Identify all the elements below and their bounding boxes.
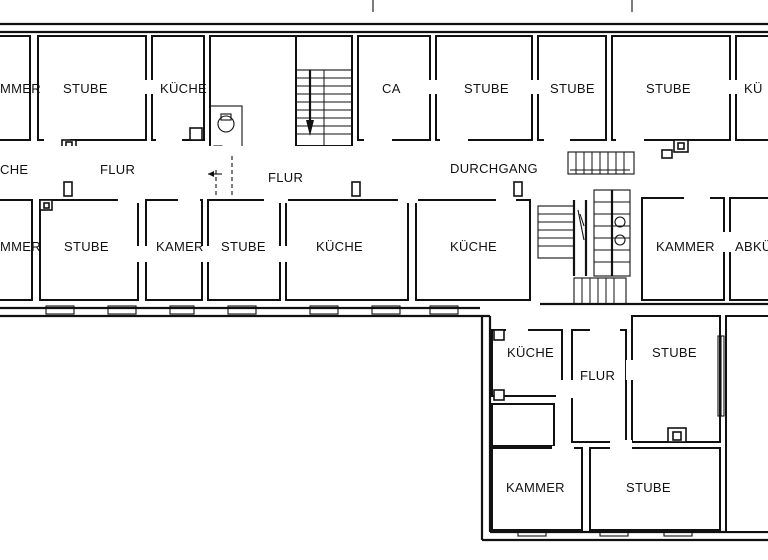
stair-arrow-icon <box>306 120 314 136</box>
label-kueche-wing: KÜCHE <box>507 345 554 360</box>
room-stube-top-4 <box>611 35 731 141</box>
room-kamer-mid <box>145 199 203 301</box>
label-kammer-top-left: MMER <box>0 81 41 96</box>
label-stube-top-4: STUBE <box>646 81 691 96</box>
room-small-wc <box>209 35 297 155</box>
label-kammer-mid-right: KAMMER <box>656 239 715 254</box>
chimneys-corridor <box>63 181 523 197</box>
room-kammer-wing <box>491 447 583 531</box>
label-flur-wing: FLUR <box>580 368 615 383</box>
room-kammer-top-left <box>0 35 31 141</box>
staircase-top <box>295 69 353 147</box>
windows-bottom <box>45 305 459 315</box>
room-stube-mid-1 <box>39 199 139 301</box>
label-stube-mid-2: STUBE <box>221 239 266 254</box>
room-flur-wing <box>571 329 627 443</box>
label-stube-mid-1: STUBE <box>64 239 109 254</box>
room-stube-mid-2 <box>207 199 281 301</box>
label-stube-top-1: STUBE <box>63 81 108 96</box>
middle-row-rooms <box>0 197 531 301</box>
room-kueche-mid-2 <box>415 199 531 301</box>
top-row-rooms <box>0 35 768 155</box>
room-stube-top-2 <box>435 35 533 141</box>
room-kammer-mid-right <box>641 197 725 301</box>
wing-rooms <box>491 315 768 537</box>
room-kueche-mid-1 <box>285 199 409 301</box>
label-stube-wing-2: STUBE <box>626 480 671 495</box>
room-kueche-wing <box>491 329 563 397</box>
label-kamer-mid: KAMER <box>156 239 204 254</box>
room-stube-top-3 <box>537 35 607 141</box>
label-kueche-top-right: KÜ <box>744 81 763 96</box>
corridor-marks <box>208 156 233 196</box>
room-kueche-top-1 <box>151 35 205 141</box>
room-stube-top-1 <box>37 35 147 141</box>
label-durchgang: DURCHGANG <box>450 161 538 176</box>
label-abk: ABKÜ <box>735 239 768 254</box>
label-stube-wing-1: STUBE <box>652 345 697 360</box>
label-kueche-top-1: KÜCHE <box>160 81 207 96</box>
label-stube-top-2: STUBE <box>464 81 509 96</box>
label-flur-1: FLUR <box>100 162 135 177</box>
room-stube-wing-1 <box>631 315 721 443</box>
label-flur-2: FLUR <box>268 170 303 185</box>
label-kueche-mid-1: KÜCHE <box>316 239 363 254</box>
room-labels: MMER STUBE KÜCHE CA STUBE STUBE STUBE KÜ… <box>0 81 768 495</box>
staircase-right <box>537 151 635 305</box>
room-kammer-mid-left <box>0 199 33 301</box>
label-kueche-mid-2: KÜCHE <box>450 239 497 254</box>
label-kammer-wing: KAMMER <box>506 480 565 495</box>
room-kueche-top-right <box>735 35 768 141</box>
room-ca <box>357 35 431 141</box>
label-ca: CA <box>382 81 401 96</box>
room-wing-right <box>725 315 768 533</box>
room-abk <box>729 197 768 301</box>
label-stube-top-3: STUBE <box>550 81 595 96</box>
label-kammer-mid-left: MMER <box>0 239 41 254</box>
outer-walls <box>0 0 768 542</box>
right-middle-rooms <box>641 195 768 301</box>
room-wing-small <box>491 403 555 447</box>
room-stube-wing-2 <box>589 447 721 531</box>
label-kueche-left-edge: CHE <box>0 162 28 177</box>
